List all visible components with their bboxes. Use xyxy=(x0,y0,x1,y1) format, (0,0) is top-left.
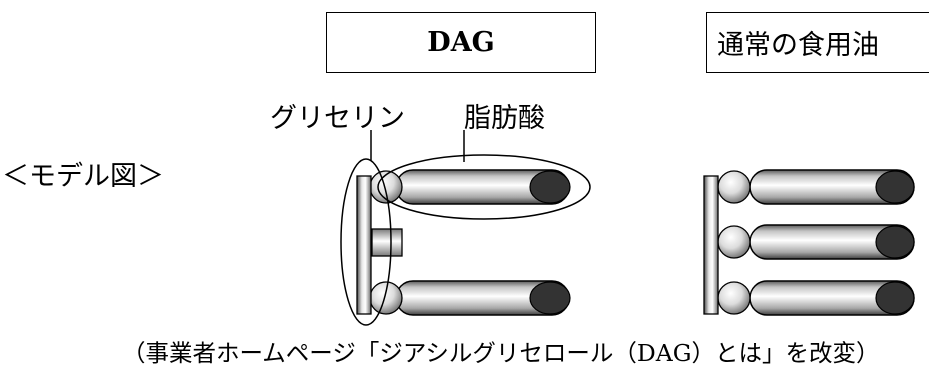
fatty-acid-chain xyxy=(395,169,571,205)
dag-title: DAG xyxy=(427,27,495,58)
glycerin-highlight-ellipse xyxy=(340,158,392,326)
hydroxyl-stub xyxy=(371,228,403,257)
edible-oil-title: 通常の食用油 xyxy=(717,30,879,61)
ester-bond-ball xyxy=(717,281,751,315)
ester-bond-ball xyxy=(717,170,751,204)
chain-tip xyxy=(875,225,915,259)
ester-bond-ball xyxy=(369,281,403,315)
glycerin-backbone xyxy=(356,175,372,315)
source-caption: （事業者ホームページ「ジアシルグリセロール（DAG）とは」を改変） xyxy=(122,339,880,367)
triglyceride-molecule xyxy=(703,169,915,316)
glycerin-backbone xyxy=(703,175,719,315)
fatty-acid-label: 脂肪酸 xyxy=(464,103,545,134)
fatty-acid-chain xyxy=(749,224,915,260)
fatty-acid-chain xyxy=(749,280,915,316)
chain-tip xyxy=(529,170,571,204)
edible-oil-title-box: 通常の食用油 xyxy=(706,12,929,73)
glycerin-label: グリセリン xyxy=(270,103,405,134)
fatty-acid-chain xyxy=(395,280,571,316)
chain-tip xyxy=(875,170,915,204)
dag-title-box: DAG xyxy=(326,12,596,73)
dag-molecule xyxy=(340,154,591,326)
chain-tip xyxy=(529,281,571,315)
fatty-acid-chain xyxy=(749,169,915,205)
fatty-acid-highlight-ellipse xyxy=(377,154,591,220)
ester-bond-ball xyxy=(717,225,751,259)
ester-bond-ball xyxy=(369,170,403,204)
model-diagram-label: ＜モデル図＞ xyxy=(2,161,164,192)
chain-tip xyxy=(875,281,915,315)
